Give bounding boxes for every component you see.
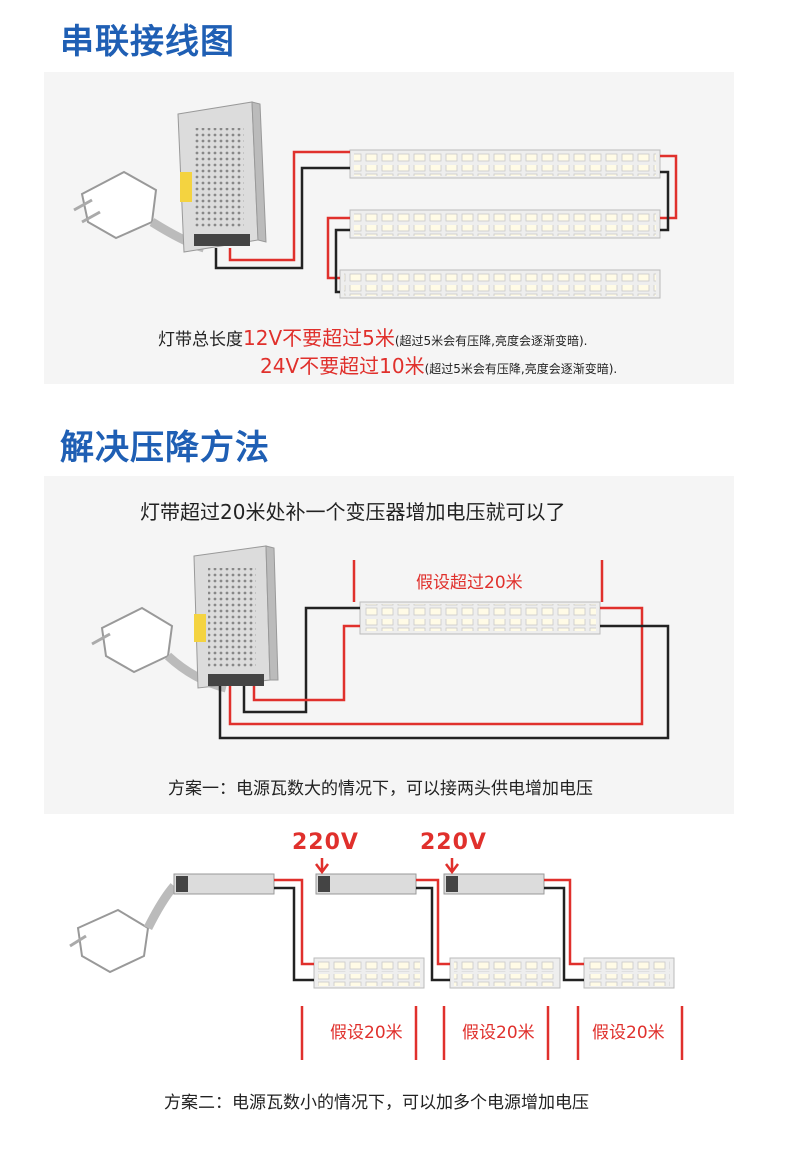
led-strip-row-1 bbox=[349, 149, 661, 179]
segment-label-1: 假设20米 bbox=[330, 1023, 403, 1043]
length-prefix: 灯带总长度 bbox=[158, 330, 243, 350]
section-title-series-wiring: 串联接线图 bbox=[60, 22, 235, 62]
plan-one-panel: 灯带超过20米处补一个变压器增加电压就可以了 假设超过20米 bbox=[44, 476, 734, 814]
voltage-label-a: 220V bbox=[292, 830, 359, 855]
led-strip-long bbox=[359, 601, 601, 635]
arrow-down-icon bbox=[315, 858, 459, 875]
power-supply-unit bbox=[177, 101, 267, 253]
voltage-label-b: 220V bbox=[420, 830, 487, 855]
voltage-drop-note-2: (超过5米会有压降,亮度会逐渐变暗). bbox=[424, 362, 618, 376]
led-strip-row-3 bbox=[339, 269, 661, 299]
segment-label-2: 假设20米 bbox=[462, 1023, 535, 1043]
plan-two-panel: 220V 220V 假设20米 假设20米 假设20米 方案二：电源瓦数小的情况… bbox=[44, 820, 734, 1126]
voltage-drop-note-1: (超过5米会有压降,亮度会逐渐变暗). bbox=[394, 334, 588, 348]
led-strip-segment-2 bbox=[449, 957, 561, 989]
wiring bbox=[214, 150, 678, 294]
plan-two-caption: 方案二：电源瓦数小的情况下，可以加多个电源增加电压 bbox=[164, 1093, 589, 1113]
series-length-line-1: 灯带总长度12V不要超过5米(超过5米会有压降,亮度会逐渐变暗). bbox=[158, 322, 588, 351]
power-supply-1 bbox=[173, 873, 275, 895]
led-strip-row-2 bbox=[349, 209, 661, 239]
plan-one-length-label: 假设超过20米 bbox=[416, 573, 523, 593]
led-strip-segment-3 bbox=[583, 957, 675, 989]
segment-label-3: 假设20米 bbox=[592, 1023, 665, 1043]
power-plug-icon bbox=[69, 883, 178, 974]
section-title-voltage-drop-fix: 解决压降方法 bbox=[60, 428, 270, 468]
plan-one-caption: 方案一：电源瓦数大的情况下，可以接两头供电增加电压 bbox=[168, 779, 593, 799]
24v-limit: 24V不要超过10米 bbox=[260, 354, 425, 378]
series-wiring-panel: 灯带总长度12V不要超过5米(超过5米会有压降,亮度会逐渐变暗). 24V不要超… bbox=[44, 72, 734, 384]
plan-two-diagram bbox=[69, 858, 684, 1060]
led-strip-segment-1 bbox=[313, 957, 425, 989]
series-length-line-2: 24V不要超过10米(超过5米会有压降,亮度会逐渐变暗). bbox=[260, 350, 617, 379]
power-supply-3 bbox=[443, 873, 545, 895]
power-supply-unit bbox=[193, 545, 279, 689]
power-supply-2 bbox=[315, 873, 417, 895]
series-wiring-diagram bbox=[73, 101, 678, 299]
intro-text: 灯带超过20米处补一个变压器增加电压就可以了 bbox=[140, 500, 566, 524]
12v-limit: 12V不要超过5米 bbox=[243, 326, 395, 350]
plan-one-diagram bbox=[91, 545, 670, 740]
